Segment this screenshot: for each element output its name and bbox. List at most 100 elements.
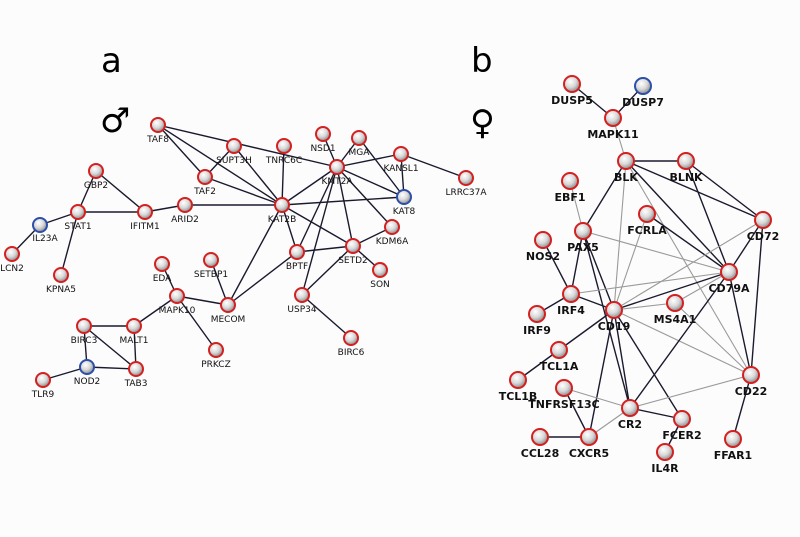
node-ccl28[interactable]: CCL28 [521, 428, 559, 460]
node-circle[interactable] [294, 287, 310, 303]
node-circle[interactable] [621, 399, 639, 417]
node-circle[interactable] [203, 252, 219, 268]
node-circle[interactable] [76, 318, 92, 334]
node-tnfrsf13c[interactable]: TNFRSF13C [528, 379, 600, 411]
node-circle[interactable] [617, 152, 635, 170]
node-ms4a1[interactable]: MS4A1 [654, 294, 697, 326]
node-circle[interactable] [555, 379, 573, 397]
node-circle[interactable] [315, 126, 331, 142]
node-cd79a[interactable]: CD79A [708, 263, 750, 295]
node-nod2[interactable]: NOD2 [74, 359, 100, 387]
node-circle[interactable] [343, 330, 359, 346]
node-birc6[interactable]: BIRC6 [338, 330, 365, 358]
node-circle[interactable] [372, 262, 388, 278]
node-stat1[interactable]: STAT1 [64, 204, 92, 232]
node-circle[interactable] [656, 443, 674, 461]
node-usp34[interactable]: USP34 [287, 287, 317, 315]
node-blnk[interactable]: BLNK [669, 152, 703, 184]
node-circle[interactable] [137, 204, 153, 220]
node-circle[interactable] [208, 342, 224, 358]
node-mapk11[interactable]: MAPK11 [587, 109, 639, 141]
node-circle[interactable] [274, 197, 290, 213]
node-mecom[interactable]: MECOM [211, 297, 246, 325]
node-irf9[interactable]: IRF9 [523, 305, 551, 337]
node-dusp5[interactable]: DUSP5 [551, 75, 593, 107]
node-gbp2[interactable]: GBP2 [84, 163, 108, 191]
node-circle[interactable] [88, 163, 104, 179]
node-prkcz[interactable]: PRKCZ [201, 342, 231, 370]
node-irf4[interactable]: IRF4 [557, 285, 585, 317]
node-malt1[interactable]: MALT1 [120, 318, 149, 346]
node-circle[interactable] [634, 77, 652, 95]
node-ebf1[interactable]: EBF1 [554, 172, 586, 204]
node-blk[interactable]: BLK [614, 152, 638, 184]
node-circle[interactable] [754, 211, 772, 229]
node-setbp1[interactable]: SETBP1 [194, 252, 228, 280]
node-circle[interactable] [35, 372, 51, 388]
node-circle[interactable] [384, 219, 400, 235]
node-circle[interactable] [673, 410, 691, 428]
node-ifitm1[interactable]: IFITM1 [130, 204, 160, 232]
node-circle[interactable] [177, 197, 193, 213]
node-circle[interactable] [561, 172, 579, 190]
node-circle[interactable] [563, 75, 581, 93]
node-eda[interactable]: EDA [153, 256, 172, 284]
node-supt3h[interactable]: SUPT3H [216, 138, 252, 166]
node-kmt2a[interactable]: KMT2A [321, 159, 353, 187]
node-circle[interactable] [126, 318, 142, 334]
node-birc3[interactable]: BIRC3 [71, 318, 98, 346]
node-circle[interactable] [276, 138, 292, 154]
node-cxcr5[interactable]: CXCR5 [569, 428, 609, 460]
node-circle[interactable] [605, 301, 623, 319]
node-circle[interactable] [742, 366, 760, 384]
node-mga[interactable]: MGA [349, 130, 371, 158]
node-tnrc6c[interactable]: TNRC6C [265, 138, 302, 166]
node-circle[interactable] [53, 267, 69, 283]
node-tcl1a[interactable]: TCL1A [540, 341, 579, 373]
node-circle[interactable] [724, 430, 742, 448]
node-lrrc37a[interactable]: LRRC37A [446, 170, 488, 198]
node-circle[interactable] [150, 117, 166, 133]
node-circle[interactable] [79, 359, 95, 375]
node-il4r[interactable]: IL4R [651, 443, 679, 475]
node-fcrla[interactable]: FCRLA [627, 205, 667, 237]
node-lcn2[interactable]: LCN2 [0, 246, 24, 274]
node-circle[interactable] [720, 263, 738, 281]
node-il23a[interactable]: IL23A [32, 217, 58, 244]
node-nsd1[interactable]: NSD1 [310, 126, 336, 154]
node-circle[interactable] [70, 204, 86, 220]
node-kpna5[interactable]: KPNA5 [46, 267, 76, 295]
node-circle[interactable] [531, 428, 549, 446]
node-pax5[interactable]: PAX5 [567, 222, 599, 254]
node-circle[interactable] [329, 159, 345, 175]
node-kdm6a[interactable]: KDM6A [376, 219, 409, 247]
node-bptf[interactable]: BPTF [286, 244, 308, 272]
node-kat8[interactable]: KAT8 [393, 189, 416, 217]
node-circle[interactable] [351, 130, 367, 146]
node-fcer2[interactable]: FCER2 [662, 410, 702, 442]
node-circle[interactable] [638, 205, 656, 223]
node-circle[interactable] [226, 138, 242, 154]
node-kat2b[interactable]: KAT2B [268, 197, 297, 225]
node-dusp7[interactable]: DUSP7 [622, 77, 664, 109]
node-tlr9[interactable]: TLR9 [31, 372, 55, 400]
node-cr2[interactable]: CR2 [618, 399, 642, 431]
node-circle[interactable] [289, 244, 305, 260]
node-circle[interactable] [604, 109, 622, 127]
node-circle[interactable] [580, 428, 598, 446]
node-circle[interactable] [169, 288, 185, 304]
node-cd19[interactable]: CD19 [598, 301, 631, 333]
node-tcl1b[interactable]: TCL1B [499, 371, 538, 403]
node-tab3[interactable]: TAB3 [124, 361, 148, 389]
node-taf2[interactable]: TAF2 [193, 169, 216, 197]
node-nos2[interactable]: NOS2 [526, 231, 560, 263]
node-circle[interactable] [458, 170, 474, 186]
node-circle[interactable] [396, 189, 412, 205]
node-cd22[interactable]: CD22 [735, 366, 768, 398]
node-circle[interactable] [393, 146, 409, 162]
node-circle[interactable] [550, 341, 568, 359]
node-circle[interactable] [154, 256, 170, 272]
node-circle[interactable] [666, 294, 684, 312]
node-circle[interactable] [562, 285, 580, 303]
node-setd2[interactable]: SETD2 [338, 238, 368, 266]
